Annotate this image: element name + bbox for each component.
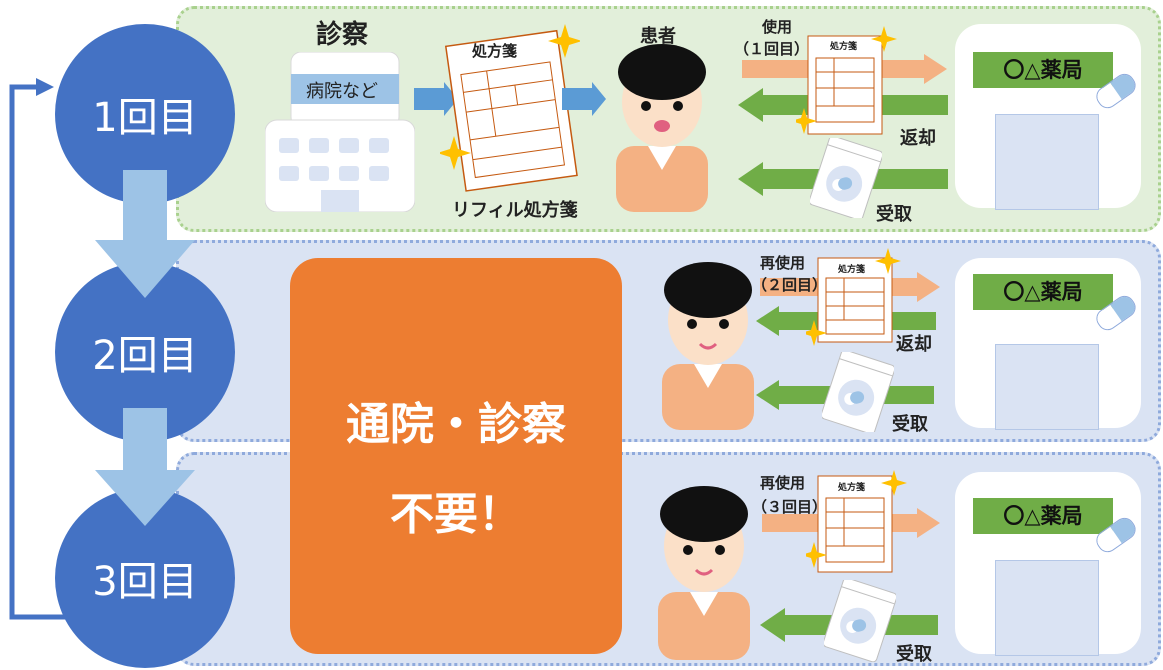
patient-label: 患者 (640, 26, 676, 47)
pharmacy-sign-2: 〇△薬局 (973, 274, 1113, 310)
pharmacy-1: 〇△薬局 (955, 24, 1141, 210)
patient-icon-1 (616, 44, 708, 212)
arrow-rx-to-patient (562, 82, 606, 116)
step-2-label: 2回目 (92, 333, 198, 379)
prescription-small-1 (796, 26, 897, 135)
loop-arrow (9, 78, 70, 620)
pharmacy-2: 〇△薬局 (955, 258, 1141, 430)
pharmacy-name-2: 〇△薬局 (1003, 280, 1083, 304)
receive-label-1: 受取 (876, 204, 912, 225)
pharmacy-door-3 (995, 560, 1099, 656)
prescription-small-2 (806, 248, 901, 346)
refill-prescription-paper (440, 24, 580, 192)
medicine-bag-1 (810, 138, 882, 218)
prescription-small-3 (806, 470, 907, 573)
receive-label-2: 受取 (892, 414, 928, 435)
step-1-label: 1回目 (92, 95, 198, 141)
pharmacy-name-3: 〇△薬局 (1003, 504, 1083, 528)
return-label-2: 返却 (896, 334, 932, 355)
pharmacy-door-1 (995, 114, 1099, 210)
rx-title-1: 処方箋 (472, 42, 518, 60)
use-count: （１回目） (734, 40, 810, 58)
pharmacy-name-1: 〇△薬局 (1003, 58, 1083, 82)
rx-title-small-1: 処方箋 (830, 42, 858, 52)
down-arrow-2 (95, 408, 195, 526)
no-visit-block: 通院・診察 不要！ (290, 258, 622, 654)
patient-icon-2 (662, 262, 754, 430)
no-visit-line2: 不要！ (390, 489, 522, 540)
pharmacy-3: 〇△薬局 (955, 472, 1141, 656)
hospital-label: 病院など (306, 81, 378, 102)
medicine-bag-3 (824, 580, 896, 662)
reuse-label-3: 再使用 (760, 474, 806, 492)
use-label: 使用 (762, 18, 793, 36)
no-visit-line1: 通院・診察 (346, 399, 566, 450)
receive-label-3: 受取 (896, 644, 932, 665)
pharmacy-sign-3: 〇△薬局 (973, 498, 1113, 534)
pharmacy-sign-1: 〇△薬局 (973, 52, 1113, 88)
return-label-1: 返却 (900, 128, 936, 149)
medicine-bag-2 (822, 352, 894, 432)
reuse-label-2: 再使用 (760, 254, 806, 272)
hospital-building (265, 52, 415, 212)
pharmacy-door-2 (995, 344, 1099, 430)
patient-icon-3 (658, 486, 750, 660)
rx-title-small-3: 処方箋 (838, 483, 866, 493)
rx-title-small-2: 処方箋 (838, 265, 866, 275)
exam-title: 診察 (316, 20, 369, 50)
down-arrow-1 (95, 170, 195, 298)
reuse-count-2: （２回目） (752, 276, 828, 294)
reuse-count-3: （３回目） (752, 498, 828, 516)
refill-label: リフィル処方箋 (452, 200, 578, 221)
step-3-label: 3回目 (92, 559, 198, 605)
arrow-hospital-to-rx (414, 82, 458, 116)
